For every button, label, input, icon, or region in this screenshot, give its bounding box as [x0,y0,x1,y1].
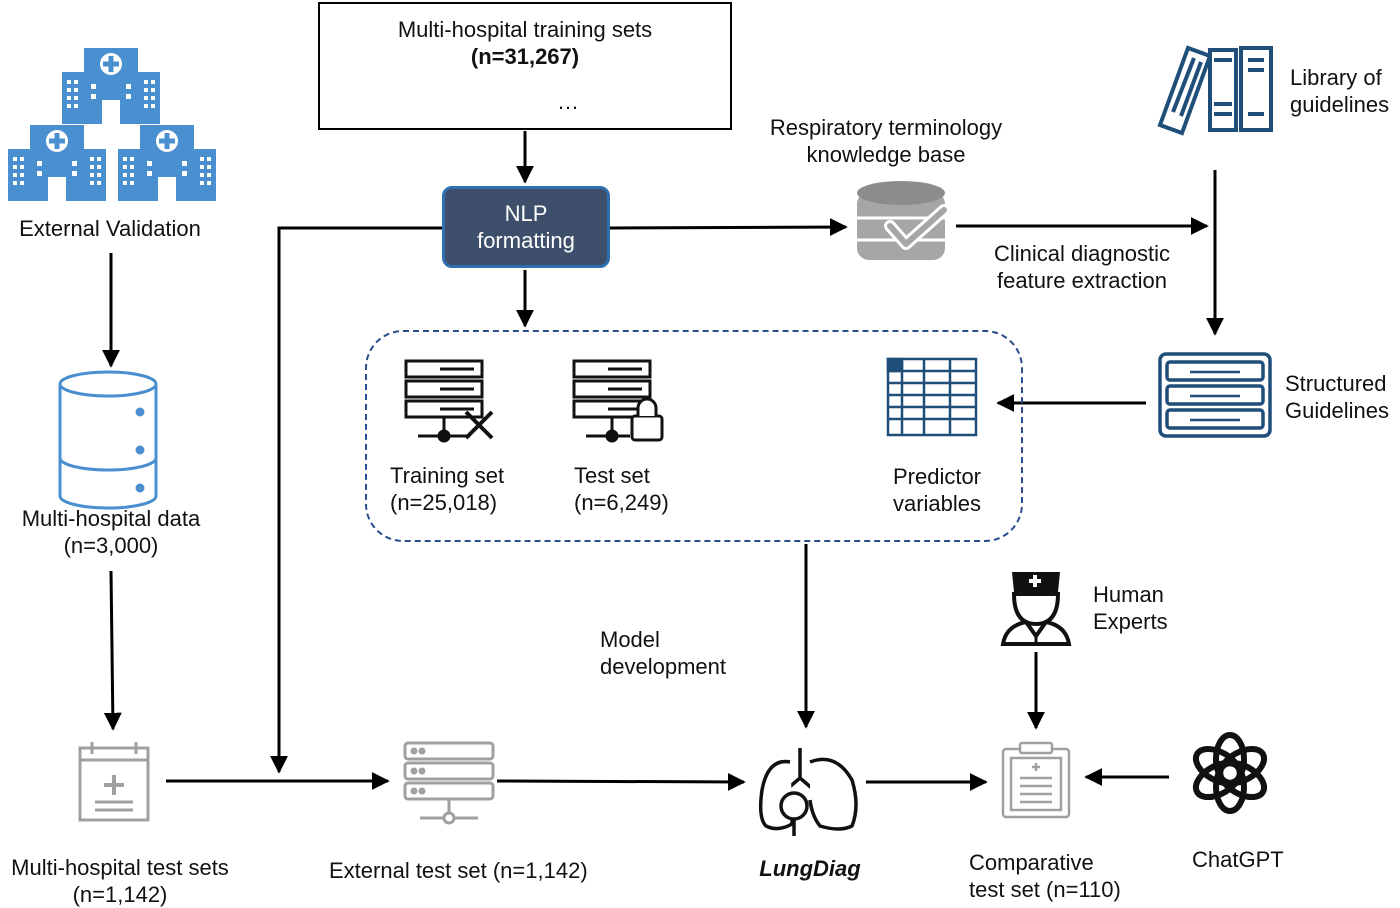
training-sets-count: (n=31,267) [470,44,580,69]
lungs-icon [758,748,858,836]
clipboard-icon [1001,741,1071,819]
external-test-set-label: External test set (n=1,142) [329,858,588,883]
arrow-nlp-to-kb [609,218,848,237]
nlp-formatting-box: NLP formatting [442,186,610,268]
dataset-group-box [365,330,1023,542]
comparative-test-set-label: Comparative test set (n=110) [969,850,1121,902]
doctor-icon [1000,572,1072,646]
training-sets-ellipsis: … [557,89,579,114]
multi-hospital-test-sets-label: Multi-hospital test sets (n=1,142) [11,855,229,907]
human-experts-label: Human Experts [1093,582,1168,634]
multi-hospital-data-label: Multi-hospital data (n=3,000) [21,506,201,558]
hospital-icon [8,48,216,201]
external-validation-label: External Validation [19,216,201,241]
predictor-variables-label: Predictor variables [892,464,982,516]
library-label: Library of guidelines [1290,65,1390,117]
arrow-external-to-lungdiag [496,772,746,791]
training-sets-box [318,2,732,130]
training-set-label: Training set (n=25,018) [390,463,505,515]
nlp-formatting-label: NLP formatting [477,201,575,253]
test-set-label: Test set (n=6,249) [574,463,669,515]
model-development-label: Model development [600,627,726,679]
feature-extraction-label: Clinical diagnostic feature extraction [993,241,1171,293]
training-sets-title: Multi-hospital training sets [397,17,653,42]
structured-guidelines-label: Structured Guidelines [1285,371,1389,423]
books-icon [1157,45,1273,136]
calendar-icon [78,742,150,822]
database-icon [58,370,158,510]
connectors [102,131,1224,791]
guidelines-list-icon [1158,352,1272,438]
chatgpt-label: ChatGPT [1192,847,1284,872]
database-check-icon [857,181,950,260]
server-lock-icon [572,359,664,443]
lungdiag-label: LungDiag [759,856,861,881]
knowledge-base-label: Respiratory terminology knowledge base [769,115,1003,167]
arrow-data-to-test-sets [103,570,122,731]
openai-logo-icon [1192,732,1268,814]
table-icon [886,357,978,437]
server-tools-icon [404,359,494,443]
arrow-nlp-to-external-test [270,226,442,774]
server-icon [403,741,495,825]
